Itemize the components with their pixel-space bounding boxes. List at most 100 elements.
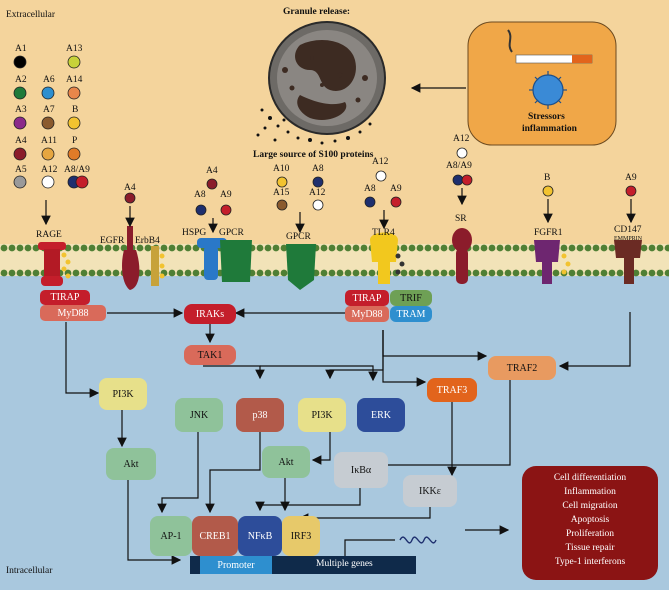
akt-node-1: Akt	[106, 448, 156, 480]
ligand-gpcr-a12: A12	[309, 188, 326, 198]
outcome-inflammation: Inflammation	[564, 487, 616, 497]
pi3k-node-1: PI3K	[99, 378, 147, 410]
legend-a11: A11	[41, 136, 58, 146]
ligand-hspg-a9: A9	[220, 190, 232, 200]
legend-a4: A4	[15, 136, 27, 146]
legend-a8a9: A8/A9	[64, 165, 90, 175]
legend-a13: A13	[66, 44, 83, 54]
jnk-node: JNK	[175, 398, 223, 432]
legend-dot-p	[67, 147, 81, 161]
receptor-hspg-label: HSPG	[182, 228, 207, 238]
ap1-node: AP-1	[150, 516, 192, 556]
virus-icon	[529, 71, 567, 109]
erk-node: ERK	[357, 398, 405, 432]
receptor-erbb4	[151, 246, 165, 286]
tirap-node-2: TIRAP	[345, 290, 389, 306]
ligand-hspg-a4: A4	[206, 166, 218, 176]
receptor-erbb4-label: ErbB4	[135, 236, 160, 246]
granule-caption: Large source of S100 proteins	[253, 150, 374, 160]
intracellular-label: Intracellular	[6, 566, 53, 576]
tram-node: TRAM	[390, 306, 432, 322]
receptor-egfr	[122, 226, 140, 290]
receptor-fgfr1-label: FGFR1	[534, 228, 563, 238]
ligand-egfr-label: A4	[124, 183, 136, 193]
legend-a6: A6	[43, 75, 55, 85]
promoter-box: Promoter	[200, 556, 272, 574]
stressors-panel	[467, 21, 617, 146]
receptor-rage	[38, 242, 71, 286]
ikke-node: IKKε	[403, 475, 457, 507]
p38-node: p38	[236, 398, 284, 432]
outcome-proliferation: Proliferation	[565, 529, 614, 539]
ikba-node: IκBα	[334, 452, 388, 488]
legend-dot-a6	[41, 86, 55, 100]
inflammation-label: inflammation	[522, 124, 577, 134]
creb1-node: CREB1	[192, 516, 238, 556]
legend-dot-a9-half	[75, 175, 89, 189]
multiple-genes-label: Multiple genes	[316, 559, 373, 569]
receptor-hspg	[197, 238, 227, 280]
receptor-gpcr2-label: GPCR	[286, 232, 311, 242]
outcome-type-1-interferons: Type-1 interferons	[554, 557, 626, 567]
receptor-cd147-subtitle: EMMPRIN	[614, 236, 643, 242]
receptor-sr-label: SR	[455, 214, 467, 224]
legend-a12: A12	[41, 165, 58, 175]
receptor-gpcr-2	[286, 244, 316, 290]
mrna-icon	[399, 536, 437, 544]
legend-a2: A2	[15, 75, 27, 85]
tak1-node: TAK1	[184, 345, 236, 365]
legend-dot-a2	[13, 86, 27, 100]
ligand-hspg-a8: A8	[194, 190, 206, 200]
iraks-node: IRAKs	[184, 304, 236, 324]
ligand-tlr4-a9: A9	[390, 184, 402, 194]
ligand-tlr4-a12: A12	[372, 157, 389, 167]
s100-legend	[13, 55, 89, 189]
trif-node: TRIF	[390, 290, 432, 306]
legend-dot-a7	[41, 116, 55, 130]
legend-p: P	[72, 136, 78, 146]
myd88-node-1: MyD88	[40, 305, 106, 321]
akt-node-2: Akt	[262, 446, 310, 478]
legend-dot-b	[67, 116, 81, 130]
legend-dot-a5	[13, 175, 27, 189]
ligand-tlr4-a8: A8	[364, 184, 376, 194]
irf3-node: IRF3	[282, 516, 320, 556]
ligand-gpcr-a8: A8	[312, 164, 324, 174]
receptor-cd147	[614, 240, 642, 284]
granule-icon	[256, 21, 386, 145]
outcome-cell-migration: Cell migration	[562, 501, 618, 511]
legend-dot-a13	[67, 55, 81, 69]
extracellular-label: Extracellular	[6, 10, 56, 20]
ligand-cd147-a9: A9	[625, 173, 637, 183]
legend-dot-a14	[67, 86, 81, 100]
legend-a7: A7	[43, 105, 55, 115]
receptor-cd147-label: CD147	[614, 225, 642, 235]
traf3-node: TRAF3	[427, 378, 477, 402]
legend-a3: A3	[15, 105, 27, 115]
stressors-label: Stressors	[528, 112, 565, 122]
pi3k-node-2: PI3K	[298, 398, 346, 432]
receptor-rage-label: RAGE	[36, 230, 62, 240]
receptor-ligands	[124, 147, 637, 216]
receptor-egfr-label: EGFR	[100, 236, 125, 246]
outcomes-panel	[522, 466, 658, 580]
ligand-gpcr-a15: A15	[273, 188, 290, 198]
outcome-cell-differentiation: Cell differentiation	[553, 473, 627, 483]
granule-title: Granule release:	[283, 7, 351, 17]
legend-b: B	[72, 105, 79, 115]
receptor-tlr4	[370, 232, 405, 284]
receptor-fgfr1	[534, 240, 571, 284]
ligand-fgfr-b: B	[544, 173, 551, 183]
receptor-tlr4-label: TLR4	[372, 228, 395, 238]
myd88-node-2: MyD88	[345, 306, 389, 322]
receptor-gpcr1-label: GPCR	[219, 228, 244, 238]
legend-dot-a1	[13, 55, 27, 69]
ligand-sr-a8a9: A8/A9	[446, 161, 472, 171]
legend-dot-a12	[41, 175, 55, 189]
cigarette-icon	[507, 29, 593, 64]
receptor-gpcr-1	[220, 240, 252, 282]
legend-a1: A1	[15, 44, 27, 54]
ligand-gpcr-a10: A10	[273, 164, 290, 174]
traf2-node: TRAF2	[488, 356, 556, 380]
